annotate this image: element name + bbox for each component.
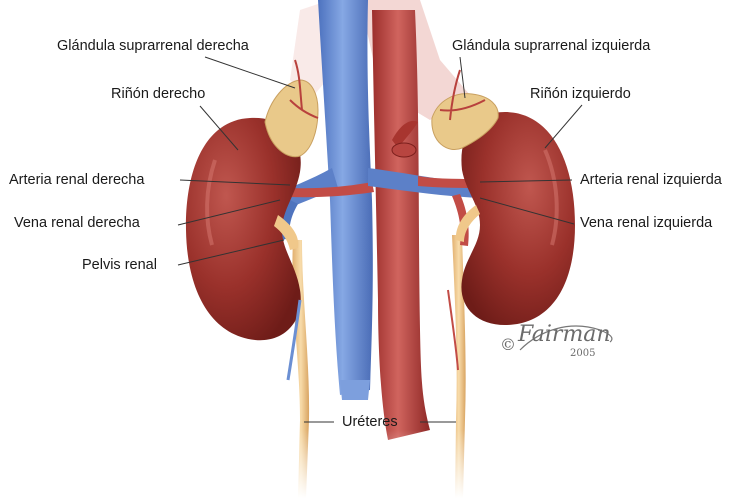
label-right-kidney: Riñón derecho [111,86,205,102]
signature-copyright: © [500,335,516,354]
label-ureters: Uréteres [342,414,398,430]
inferior-vena-cava [318,0,373,395]
leader-kidney-left [545,105,582,148]
label-left-kidney: Riñón izquierdo [530,86,631,102]
label-renal-pelvis: Pelvis renal [82,257,157,273]
label-left-adrenal-gland: Glándula suprarrenal izquierda [452,38,650,54]
ivc-lower [340,380,370,400]
label-right-adrenal-gland: Glándula suprarrenal derecha [57,38,249,54]
label-right-renal-vein: Vena renal derecha [14,215,140,231]
signature-year: 2005 [570,348,595,359]
label-left-renal-vein: Vena renal izquierda [580,215,712,231]
sma-stump [392,143,416,157]
signature-artist: Fairman [518,322,611,347]
label-right-renal-artery: Arteria renal derecha [9,172,144,188]
label-left-renal-artery: Arteria renal izquierda [580,172,722,188]
bottom-fade [250,430,510,498]
leader-adrenal-right [205,57,295,88]
